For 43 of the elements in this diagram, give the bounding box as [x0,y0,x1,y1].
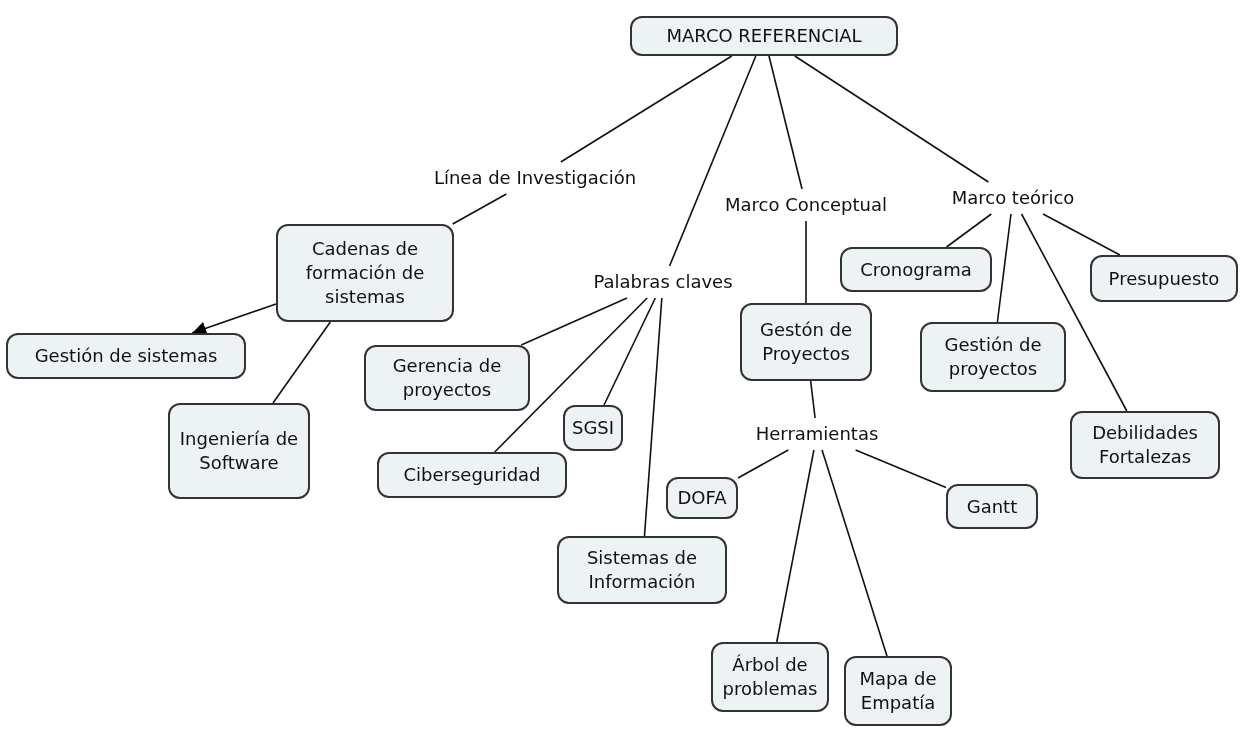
concept-box: Debilidades Fortalezas [1070,411,1220,479]
concept-box: Cronograma [840,247,992,292]
connector-line [668,55,757,267]
linking-phrase: Marco teórico [936,184,1090,212]
connector-line [272,321,332,404]
connector-line [493,297,648,453]
connector-line [793,55,990,183]
connector-line [737,449,790,479]
connector-line [945,213,993,248]
connector-line [560,55,733,163]
linking-phrase: Palabras claves [574,268,752,296]
concept-box: Mapa de Empatía [844,656,952,726]
connector-line [775,449,815,643]
concept-box: Presupuesto [1090,255,1238,302]
concept-box: Cadenas de formación de sistemas [276,224,454,322]
linking-phrase: Herramientas [736,420,898,448]
concept-box: Gestión de sistemas [6,333,246,379]
concept-box: SGSI [563,405,623,451]
connector-line [854,449,947,489]
connector-line [809,380,816,419]
concept-box: Ingeniería de Software [168,403,310,499]
connector-line [451,193,508,225]
connector-line [821,449,888,657]
concept-box: Gestón de Proyectos [740,303,872,381]
connector-line [768,55,803,190]
connector-line [805,220,807,304]
concept-box: Gerencia de proyectos [364,345,530,411]
connector-line [1020,213,1128,412]
linking-phrase: Marco Conceptual [706,191,906,219]
connector-line [643,297,663,537]
concept-box: DOFA [666,477,738,519]
concept-box: Árbol de problemas [711,642,829,712]
concept-box: Sistemas de Información [557,536,727,604]
concept-box: Gantt [946,484,1038,529]
linking-phrase: Línea de Investigación [410,164,660,192]
connector-line [603,297,657,406]
connector-line [1042,213,1121,256]
connector-line [520,297,628,346]
concept-box: MARCO REFERENCIAL [630,16,898,56]
connector-line [996,213,1012,323]
arrow [191,303,277,335]
concept-box: Gestión de proyectos [920,322,1066,392]
concept-box: Ciberseguridad [377,452,567,498]
